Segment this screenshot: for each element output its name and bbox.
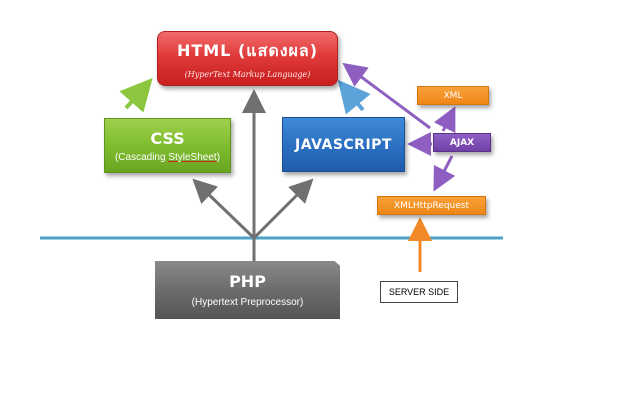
- xml-node-label: XML: [443, 90, 463, 101]
- xml-node: XML: [417, 86, 489, 105]
- arrow-ajax-to-xml: [433, 106, 456, 134]
- server-side-label: SERVER SIDE: [380, 281, 458, 303]
- arrow-php-to-css: [192, 178, 256, 240]
- css-subtitle-end: ): [216, 151, 221, 163]
- css-node-title: CSS: [150, 128, 185, 148]
- html-node-subtitle: (HyperText Markup Language): [184, 69, 311, 79]
- arrow-php-to-javascript: [252, 178, 314, 240]
- server-side-text: SERVER SIDE: [388, 287, 450, 297]
- ajax-node: AJAX: [433, 133, 491, 152]
- xmlhttprequest-node: XMLHttpRequest: [377, 196, 486, 215]
- php-node: PHP (Hypertext Preprocessor): [155, 261, 340, 319]
- xmlhttprequest-node-label: XMLHttpRequest: [393, 200, 470, 211]
- php-node-subtitle: (Hypertext Preprocessor): [191, 297, 304, 308]
- html-node-title: HTML (แสดงผล): [176, 40, 319, 60]
- css-node-subtitle: (Cascading StyleSheet): [115, 152, 220, 163]
- javascript-node-title: JAVASCRIPT: [295, 136, 392, 153]
- ajax-node-label: AJAX: [449, 137, 475, 148]
- css-subtitle-start: (Cascading: [114, 151, 169, 163]
- css-node: CSS (Cascading StyleSheet): [104, 118, 231, 173]
- javascript-node: JAVASCRIPT: [282, 117, 405, 172]
- arrow-javascript-to-html: [337, 79, 371, 115]
- arrow-ajax-to-html: [342, 62, 431, 130]
- css-subtitle-stylesheet: StyleSheet: [168, 151, 217, 163]
- php-node-title: PHP: [229, 272, 266, 291]
- html-node: HTML (แสดงผล) (HyperText Markup Language…: [157, 31, 338, 86]
- arrow-css-to-html: [119, 78, 153, 113]
- arrow-ajax-to-xhr: [433, 155, 456, 192]
